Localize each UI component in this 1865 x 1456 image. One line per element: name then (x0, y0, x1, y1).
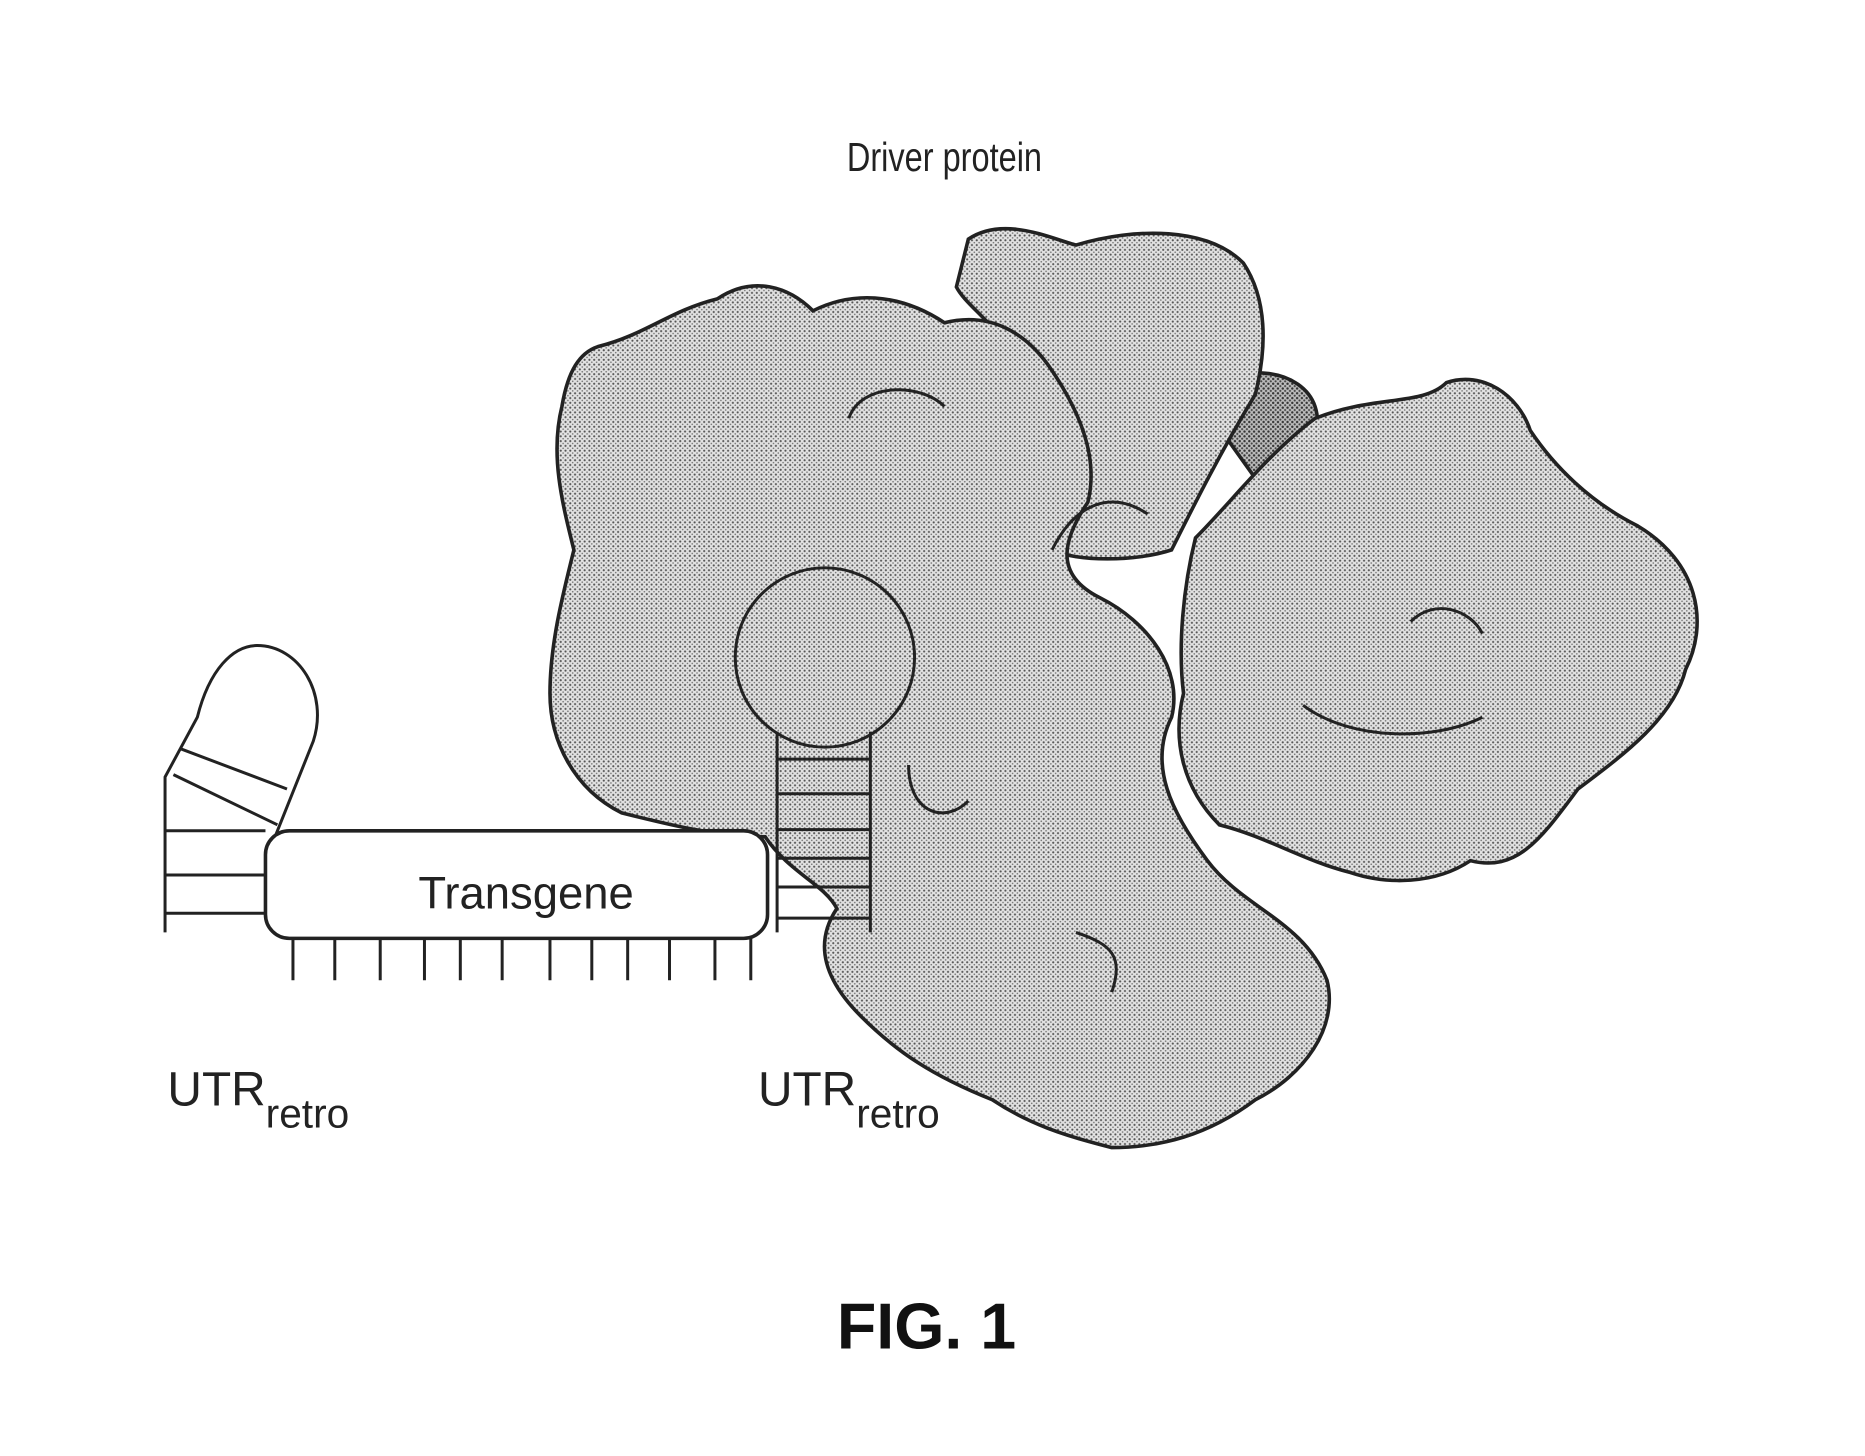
utr-right-label: UTRretro (758, 1064, 940, 1137)
transgene-label: Transgene (418, 868, 633, 919)
svg-text:UTRretro: UTRretro (167, 1064, 349, 1137)
svg-text:UTRretro: UTRretro (758, 1064, 940, 1137)
utr-left-label: UTRretro (167, 1064, 349, 1137)
driver-protein-shape (550, 229, 1697, 1148)
transgene-box: Transgene (265, 831, 767, 980)
figure-title: FIG. 1 (837, 1290, 1016, 1362)
driver-protein-label: Driver protein (847, 135, 1042, 180)
